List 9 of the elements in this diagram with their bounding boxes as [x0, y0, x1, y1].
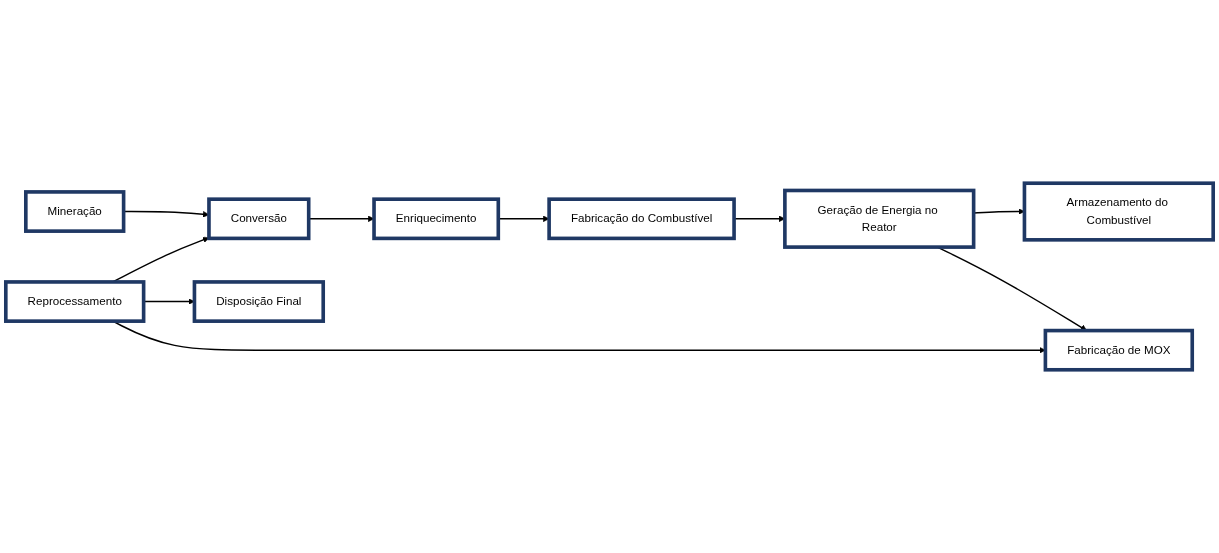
node-box: Armazenamento do Combustível — [1022, 181, 1215, 242]
node-box: Fabricação do Combustível — [547, 197, 736, 241]
node-box: Reprocessamento — [4, 280, 146, 323]
node-box: Mineração — [24, 190, 126, 233]
node-box: Fabricação de MOX — [1043, 328, 1195, 372]
node-box: Geração de Energia no Reator — [783, 188, 976, 249]
node-box: Enriquecimento — [372, 197, 501, 241]
node-box: Disposição Final — [192, 280, 326, 323]
node-box: Conversão — [207, 197, 311, 241]
